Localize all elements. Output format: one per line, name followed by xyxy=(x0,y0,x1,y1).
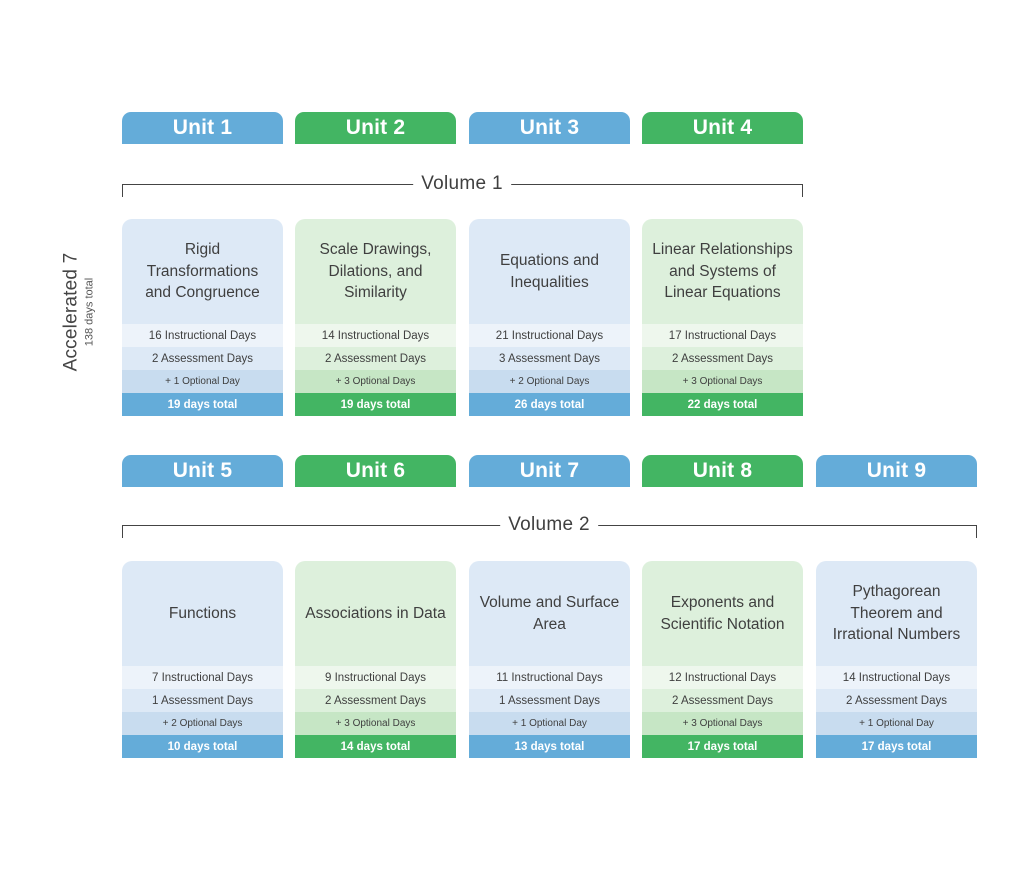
unit-3-card: Equations and Inequalities 21 Instructio… xyxy=(469,219,630,416)
optional-days: + 3 Optional Days xyxy=(295,370,456,393)
days-total: 17 days total xyxy=(642,735,803,758)
unit-4-tab: Unit 4 xyxy=(642,112,803,144)
unit-5-card: Functions 7 Instructional Days 1 Assessm… xyxy=(122,561,283,758)
instructional-days: 12 Instructional Days xyxy=(642,666,803,689)
volume-1-label: Volume 1 xyxy=(413,173,511,195)
unit-8-card: Exponents and Scientific Notation 12 Ins… xyxy=(642,561,803,758)
unit-title: Functions xyxy=(122,561,283,666)
days-total: 26 days total xyxy=(469,393,630,416)
unit-4-card: Linear Relationships and Systems of Line… xyxy=(642,219,803,416)
optional-days: + 3 Optional Days xyxy=(295,712,456,735)
unit-2-tab: Unit 2 xyxy=(295,112,456,144)
days-total: 17 days total xyxy=(816,735,977,758)
unit-6-tab: Unit 6 xyxy=(295,455,456,487)
optional-days: + 3 Optional Days xyxy=(642,370,803,393)
unit-5-tab: Unit 5 xyxy=(122,455,283,487)
assessment-days: 2 Assessment Days xyxy=(295,689,456,712)
instructional-days: 11 Instructional Days xyxy=(469,666,630,689)
instructional-days: 14 Instructional Days xyxy=(295,324,456,347)
unit-title: Equations and Inequalities xyxy=(469,219,630,324)
days-total: 19 days total xyxy=(295,393,456,416)
course-subtitle: 138 days total xyxy=(83,277,96,347)
unit-title: Exponents and Scientific Notation xyxy=(642,561,803,666)
assessment-days: 2 Assessment Days xyxy=(642,689,803,712)
optional-days: + 1 Optional Day xyxy=(469,712,630,735)
instructional-days: 21 Instructional Days xyxy=(469,324,630,347)
unit-1-tab: Unit 1 xyxy=(122,112,283,144)
instructional-days: 16 Instructional Days xyxy=(122,324,283,347)
optional-days: + 3 Optional Days xyxy=(642,712,803,735)
course-label-rotated: Accelerated 7 138 days total xyxy=(61,253,96,372)
unit-6-card: Associations in Data 9 Instructional Day… xyxy=(295,561,456,758)
unit-title: Scale Drawings, Dilations, and Similarit… xyxy=(295,219,456,324)
optional-days: + 2 Optional Days xyxy=(469,370,630,393)
instructional-days: 14 Instructional Days xyxy=(816,666,977,689)
days-total: 13 days total xyxy=(469,735,630,758)
unit-9-card: Pythagorean Theorem and Irrational Numbe… xyxy=(816,561,977,758)
unit-3-tab: Unit 3 xyxy=(469,112,630,144)
instructional-days: 9 Instructional Days xyxy=(295,666,456,689)
unit-title: Rigid Transformations and Congruence xyxy=(122,219,283,324)
instructional-days: 17 Instructional Days xyxy=(642,324,803,347)
unit-1-card: Rigid Transformations and Congruence 16 … xyxy=(122,219,283,416)
unit-7-tab: Unit 7 xyxy=(469,455,630,487)
days-total: 10 days total xyxy=(122,735,283,758)
unit-9-tab: Unit 9 xyxy=(816,455,977,487)
days-total: 14 days total xyxy=(295,735,456,758)
assessment-days: 2 Assessment Days xyxy=(642,347,803,370)
unit-8-tab: Unit 8 xyxy=(642,455,803,487)
days-total: 22 days total xyxy=(642,393,803,416)
volume-2-label: Volume 2 xyxy=(500,514,598,536)
unit-7-card: Volume and Surface Area 11 Instructional… xyxy=(469,561,630,758)
optional-days: + 1 Optional Day xyxy=(122,370,283,393)
optional-days: + 1 Optional Day xyxy=(816,712,977,735)
unit-title: Linear Relationships and Systems of Line… xyxy=(642,219,803,324)
unit-title: Volume and Surface Area xyxy=(469,561,630,666)
assessment-days: 1 Assessment Days xyxy=(122,689,283,712)
assessment-days: 1 Assessment Days xyxy=(469,689,630,712)
assessment-days: 2 Assessment Days xyxy=(295,347,456,370)
assessment-days: 2 Assessment Days xyxy=(816,689,977,712)
assessment-days: 2 Assessment Days xyxy=(122,347,283,370)
course-title: Accelerated 7 xyxy=(60,252,82,372)
unit-title: Pythagorean Theorem and Irrational Numbe… xyxy=(816,561,977,666)
optional-days: + 2 Optional Days xyxy=(122,712,283,735)
assessment-days: 3 Assessment Days xyxy=(469,347,630,370)
instructional-days: 7 Instructional Days xyxy=(122,666,283,689)
unit-title: Associations in Data xyxy=(295,561,456,666)
days-total: 19 days total xyxy=(122,393,283,416)
unit-2-card: Scale Drawings, Dilations, and Similarit… xyxy=(295,219,456,416)
